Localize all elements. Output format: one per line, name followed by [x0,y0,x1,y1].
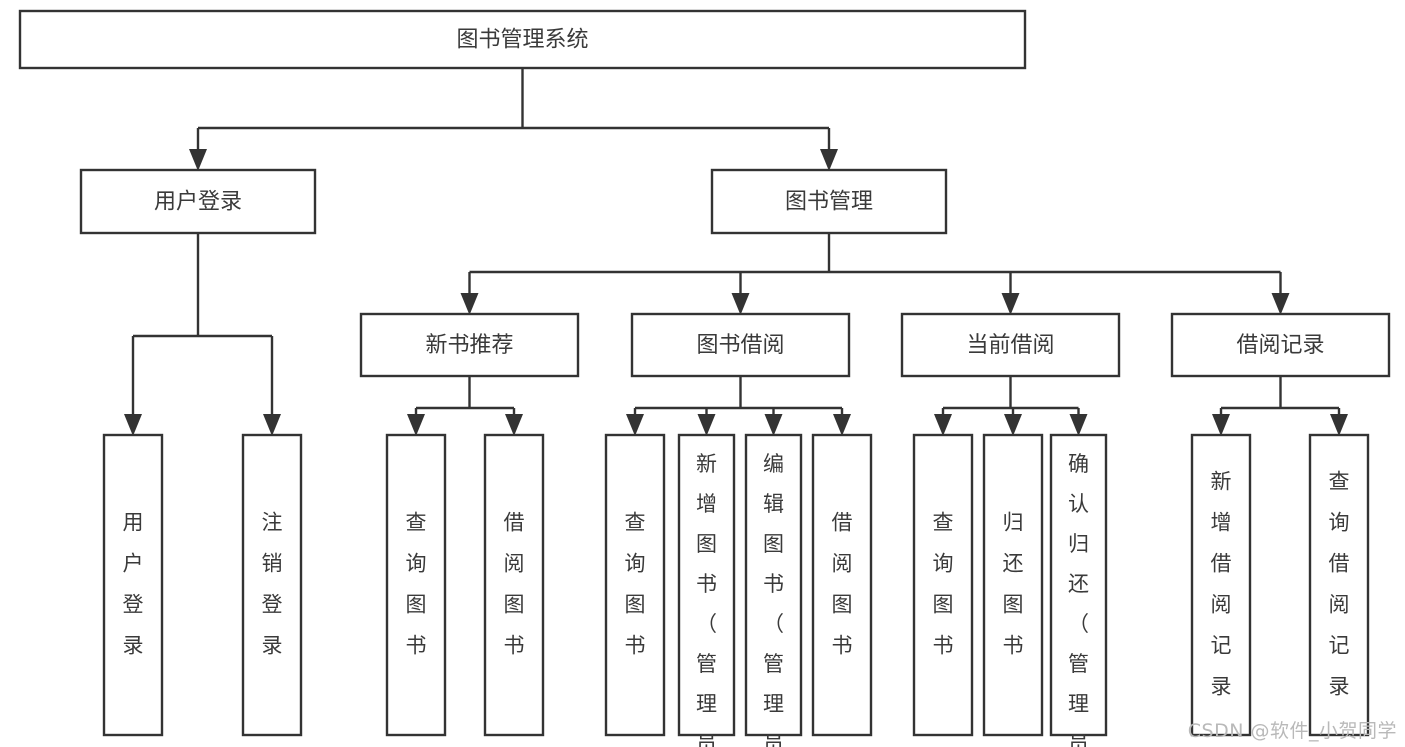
node-label-user-login: 用户登录 [154,190,242,215]
node-box-leaf-rec-query-record[interactable] [1308,433,1370,737]
node-leaf-borrow-add-book[interactable]: 新增图书（管理员） [677,433,736,747]
node-label-leaf-borrow-borrow-book: 借阅图书 [832,511,853,658]
node-leaf-rec-query-record[interactable]: 查询借阅记录 [1308,433,1370,737]
node-box-borrow-record[interactable] [1170,312,1391,378]
node-leaf-borrow-borrow-book[interactable]: 借阅图书 [811,433,873,737]
node-box-leaf-rec-query-book[interactable] [385,433,447,737]
node-new-book-rec[interactable]: 新书推荐 [359,312,580,378]
node-box-leaf-rec-borrow-book[interactable] [483,433,545,737]
node-leaf-borrow-query-book[interactable]: 查询图书 [604,433,666,737]
node-leaf-rec-query-book[interactable]: 查询图书 [385,433,447,737]
edge-group-user-login [124,233,281,436]
node-box-root[interactable] [18,9,1027,70]
node-leaf-rec-add-record[interactable]: 新增借阅记录 [1190,433,1252,737]
node-box-leaf-borrow-query-book[interactable] [604,433,666,737]
edge-group-root [189,68,838,171]
node-label-leaf-cur-return-book: 归还图书 [1003,511,1024,658]
node-label-borrow-record: 借阅记录 [1236,333,1324,358]
edge-group-new-book-rec [407,376,523,436]
node-label-leaf-cur-confirm-return: 确认归还（管理员） [1068,452,1089,747]
node-label-leaf-borrow-edit-book: 编辑图书（管理员） [763,452,784,747]
node-box-book-manage[interactable] [710,168,948,235]
node-current-borrow[interactable]: 当前借阅 [900,312,1121,378]
node-label-current-borrow: 当前借阅 [966,333,1054,358]
node-label-leaf-user-login: 用户登录 [123,511,144,658]
node-box-leaf-rec-add-record[interactable] [1190,433,1252,737]
node-label-leaf-user-logout: 注销登录 [262,511,283,658]
edge-group-borrow-record [1212,376,1348,436]
node-label-leaf-rec-add-record: 新增借阅记录 [1211,470,1232,699]
edge-group-book-borrow [626,376,851,436]
node-box-leaf-cur-return-book[interactable] [982,433,1044,737]
node-box-current-borrow[interactable] [900,312,1121,378]
node-leaf-user-login[interactable]: 用户登录 [102,433,164,737]
node-box-leaf-user-login[interactable] [102,433,164,737]
node-leaf-cur-query-book[interactable]: 查询图书 [912,433,974,737]
node-leaf-user-logout[interactable]: 注销登录 [241,433,303,737]
node-box-new-book-rec[interactable] [359,312,580,378]
node-box-leaf-borrow-edit-book[interactable] [744,433,803,737]
node-label-leaf-borrow-query-book: 查询图书 [625,511,646,658]
node-label-root: 图书管理系统 [456,28,588,53]
node-box-book-borrow[interactable] [630,312,851,378]
node-leaf-cur-confirm-return[interactable]: 确认归还（管理员） [1049,433,1108,747]
node-label-book-borrow: 图书借阅 [696,333,784,358]
node-leaf-borrow-edit-book[interactable]: 编辑图书（管理员） [744,433,803,747]
edge-group-current-borrow [934,376,1088,436]
node-book-manage[interactable]: 图书管理 [710,168,948,235]
nodes-layer: 图书管理系统用户登录图书管理新书推荐图书借阅当前借阅借阅记录用户登录注销登录查询… [18,9,1391,747]
node-box-leaf-borrow-add-book[interactable] [677,433,736,737]
node-label-leaf-rec-query-book: 查询图书 [406,511,427,658]
node-label-leaf-rec-borrow-book: 借阅图书 [504,511,525,658]
node-label-book-manage: 图书管理 [785,190,873,215]
node-box-leaf-borrow-borrow-book[interactable] [811,433,873,737]
edge-group-book-manage [460,233,1290,315]
node-root[interactable]: 图书管理系统 [18,9,1027,70]
node-borrow-record[interactable]: 借阅记录 [1170,312,1391,378]
node-user-login[interactable]: 用户登录 [79,168,317,235]
edges-layer [124,68,1348,436]
node-label-leaf-rec-query-record: 查询借阅记录 [1329,470,1350,699]
node-label-leaf-cur-query-book: 查询图书 [933,511,954,658]
node-box-leaf-cur-confirm-return[interactable] [1049,433,1108,737]
node-box-user-login[interactable] [79,168,317,235]
node-leaf-rec-borrow-book[interactable]: 借阅图书 [483,433,545,737]
node-book-borrow[interactable]: 图书借阅 [630,312,851,378]
node-leaf-cur-return-book[interactable]: 归还图书 [982,433,1044,737]
node-box-leaf-user-logout[interactable] [241,433,303,737]
node-box-leaf-cur-query-book[interactable] [912,433,974,737]
node-label-new-book-rec: 新书推荐 [425,333,513,358]
node-label-leaf-borrow-add-book: 新增图书（管理员） [696,452,717,747]
